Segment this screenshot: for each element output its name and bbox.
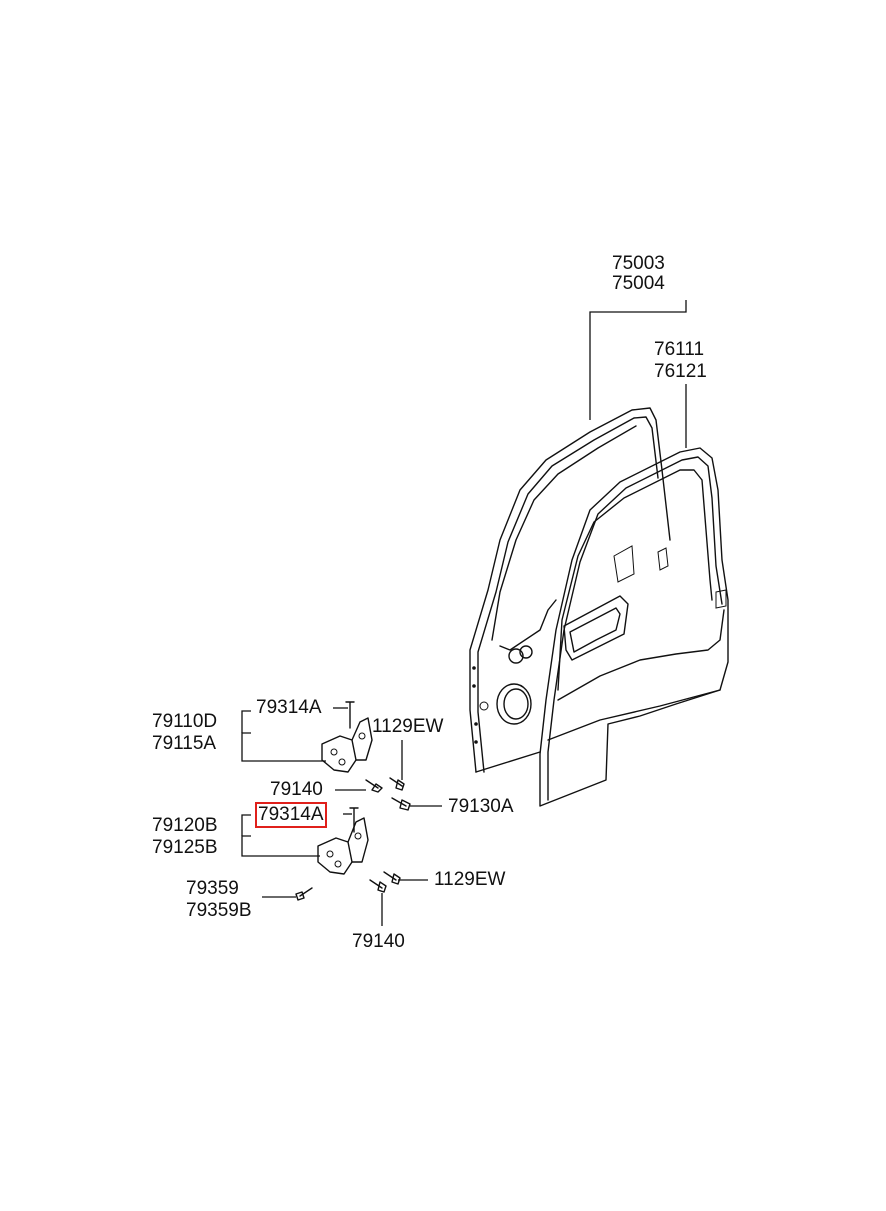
label-76111: 76111 xyxy=(654,339,705,360)
label-79359B: 79359B xyxy=(186,900,252,921)
door-detail-holes xyxy=(472,645,533,744)
label-79115A: 79115A xyxy=(152,733,217,754)
label-75004: 75004 xyxy=(612,273,665,294)
label-79359: 79359 xyxy=(186,878,239,899)
label-1129EW-lower: 1129EW xyxy=(434,869,506,890)
label-75003: 75003 xyxy=(612,253,665,274)
leader-lines xyxy=(241,300,687,926)
door-shell-inner xyxy=(539,447,729,807)
label-79140-upper: 79140 xyxy=(270,779,323,800)
label-79110D: 79110D xyxy=(152,711,218,732)
upper-hinge xyxy=(321,701,373,773)
label-79314A-lower-highlighted[interactable]: 79314A xyxy=(255,802,327,828)
label-79120B: 79120B xyxy=(152,815,218,836)
label-76121: 76121 xyxy=(654,361,707,382)
lower-hinge xyxy=(317,807,369,875)
label-79125B: 79125B xyxy=(152,837,218,858)
label-79140-lower: 79140 xyxy=(352,931,405,952)
door-shell-outer xyxy=(469,407,671,773)
bolts xyxy=(295,777,411,901)
label-79130A: 79130A xyxy=(448,796,514,817)
label-79314A-upper: 79314A xyxy=(256,697,322,718)
label-1129EW-upper: 1129EW xyxy=(372,716,444,737)
